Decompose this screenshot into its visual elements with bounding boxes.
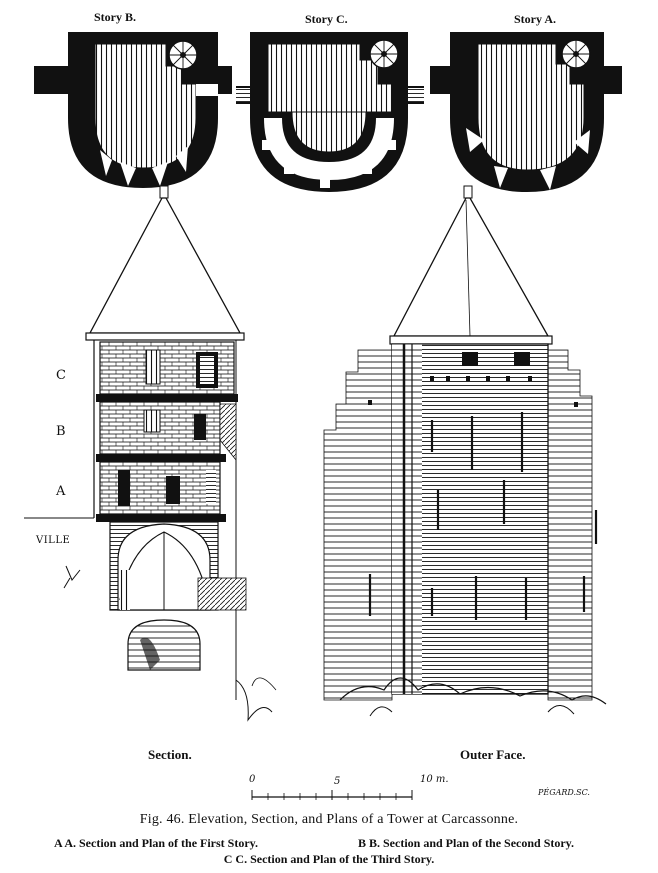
plan-story-c — [236, 32, 424, 192]
label-story-a: Story A. — [514, 12, 556, 26]
figure-caption: Fig. 46. Elevation, Section, and Plans o… — [139, 812, 519, 827]
outer-face-label: Outer Face. — [460, 747, 526, 762]
label-story-c: Story C. — [305, 12, 348, 26]
tower-outer-face — [323, 185, 607, 717]
tower-section — [24, 185, 277, 722]
section-letter-a: A — [56, 484, 66, 499]
scale-mark-10: 10 m. — [420, 774, 449, 785]
scale-bar — [251, 790, 413, 800]
section-ville-label: VILLE — [36, 535, 71, 546]
plan-story-a — [430, 32, 622, 192]
legend-cc: C C. Section and Plan of the Third Story… — [223, 852, 435, 866]
section-letter-c: C — [56, 368, 66, 383]
legend-bb: B B. Section and Plan of the Second Stor… — [358, 836, 575, 850]
scale-mark-0: 0 — [249, 774, 256, 785]
section-label: Section. — [148, 747, 192, 762]
plan-story-b — [34, 32, 232, 188]
legend-aa: A A. Section and Plan of the First Story… — [54, 836, 259, 850]
scale-mark-5: 5 — [334, 776, 341, 787]
engraver-signature: PÉGARD.SC. — [538, 788, 590, 797]
label-story-b: Story B. — [94, 10, 136, 24]
section-letter-b: B — [56, 424, 66, 439]
